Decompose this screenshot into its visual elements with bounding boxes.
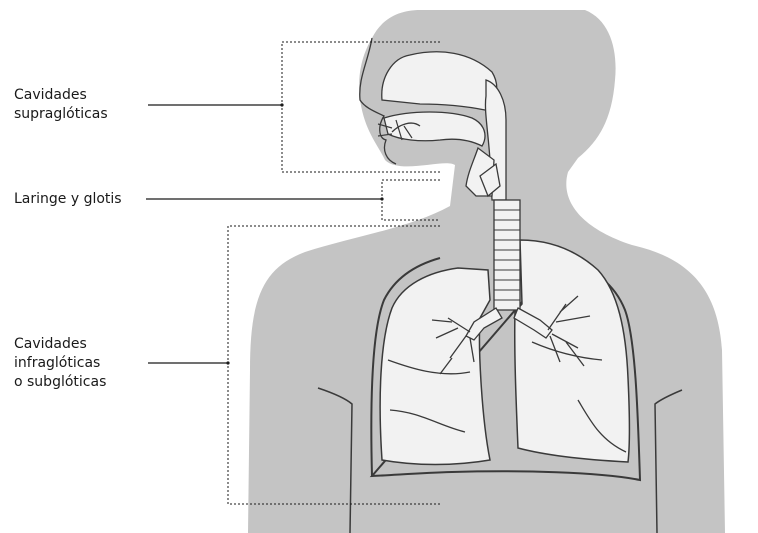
- label-supraglottic-cavities: Cavidades supraglóticas: [14, 86, 108, 124]
- label-line: Cavidades: [14, 86, 108, 105]
- label-larynx-glottis: Laringe y glotis: [14, 190, 122, 209]
- label-line: infraglóticas: [14, 354, 106, 373]
- bracket-larynx: [382, 180, 440, 220]
- trachea: [494, 200, 520, 310]
- label-line: o subglóticas: [14, 373, 106, 392]
- label-line: Laringe y glotis: [14, 190, 122, 209]
- label-infraglottic-cavities: Cavidades infraglóticas o subglóticas: [14, 335, 106, 392]
- label-line: Cavidades: [14, 335, 106, 354]
- label-line: supraglóticas: [14, 105, 108, 124]
